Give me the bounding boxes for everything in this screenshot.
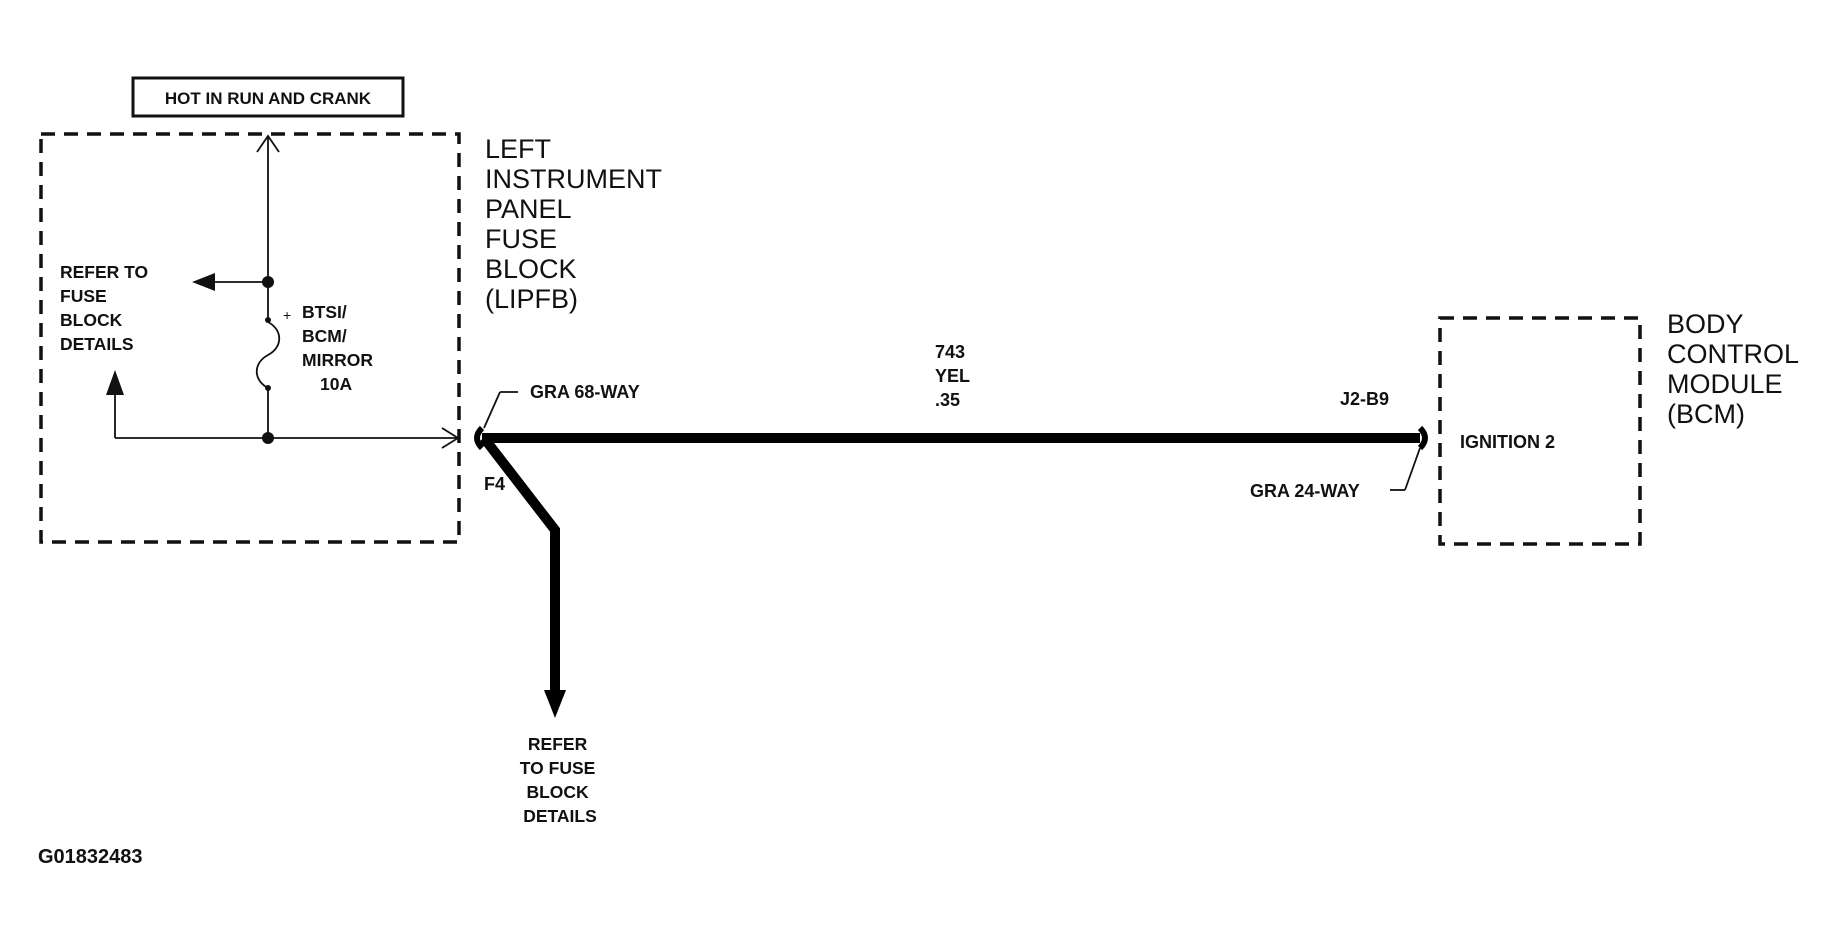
left-connector-leader bbox=[483, 391, 501, 429]
connector-entry-arrow-icon bbox=[441, 427, 460, 449]
power-feed-arrow-icon bbox=[256, 134, 280, 153]
fuse-block-name: LEFT INSTRUMENT PANEL FUSE BLOCK (LIPFB) bbox=[485, 134, 669, 314]
right-connector-leader bbox=[1404, 447, 1421, 491]
branch-down-arrow-icon bbox=[544, 690, 566, 718]
refer-left-arrow-icon bbox=[192, 273, 215, 291]
refer-left-label: REFER TO FUSE BLOCK DETAILS bbox=[60, 262, 153, 354]
bcm-name: BODY CONTROL MODULE (BCM) bbox=[1667, 309, 1806, 429]
fuse-block-outline bbox=[39, 132, 461, 544]
refer-up-arrow-icon bbox=[106, 370, 124, 395]
bcm-terminal-label: IGNITION 2 bbox=[1460, 432, 1555, 452]
fuse-terminal-top bbox=[265, 317, 271, 323]
left-connector-label: GRA 68-WAY bbox=[530, 382, 640, 402]
fuse-polarity-label: + bbox=[283, 307, 291, 323]
branch-refer-label: REFER TO FUSE BLOCK DETAILS bbox=[520, 734, 600, 826]
left-connector-icon bbox=[474, 425, 485, 451]
left-connector-pin: F4 bbox=[484, 474, 505, 494]
bcm-outline bbox=[1438, 316, 1642, 546]
fuse-label: BTSI/ BCM/ MIRROR 10A bbox=[302, 302, 378, 394]
right-connector-pin: J2-B9 bbox=[1340, 389, 1389, 409]
power-source-label: HOT IN RUN AND CRANK bbox=[165, 89, 372, 108]
branch-wire bbox=[480, 434, 560, 690]
wire-spec-label: 743 YEL .35 bbox=[935, 342, 975, 410]
power-source-box bbox=[131, 76, 405, 118]
fuse-icon bbox=[255, 321, 281, 389]
right-connector-label: GRA 24-WAY bbox=[1250, 481, 1360, 501]
figure-id: G01832483 bbox=[38, 846, 143, 868]
right-connector-icon bbox=[1417, 425, 1428, 451]
